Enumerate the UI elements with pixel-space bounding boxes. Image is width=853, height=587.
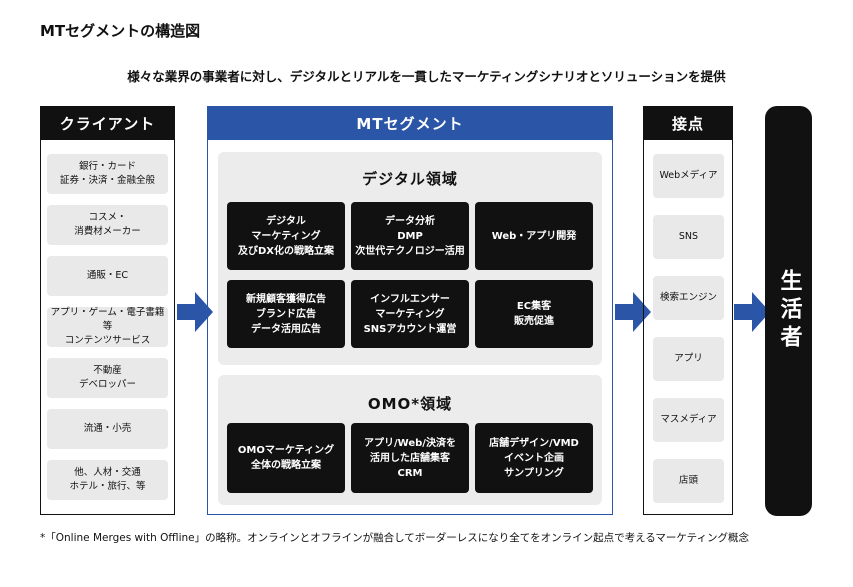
digital-block: Web・アプリ開発 xyxy=(475,202,593,270)
clients-header: クライアント xyxy=(40,106,175,140)
consumer-label: 生活者 xyxy=(776,269,802,353)
digital-block: インフルエンサー マーケティング SNSアカウント運営 xyxy=(351,280,469,348)
omo-block: アプリ/Web/決済を 活用した店舗集客 CRM xyxy=(351,423,469,493)
client-item: 他、人材・交通 ホテル・旅行、等 xyxy=(47,460,168,500)
touchpoint-item: アプリ xyxy=(653,337,724,381)
consumer-box: 生活者 xyxy=(765,106,812,516)
client-item: コスメ・ 消費材メーカー xyxy=(47,205,168,245)
client-item: 不動産 デベロッパー xyxy=(47,358,168,398)
page-subtitle: 様々な業界の事業者に対し、デジタルとリアルを一貫したマーケティングシナリオとソリ… xyxy=(127,69,726,84)
digital-block: EC集客 販売促進 xyxy=(475,280,593,348)
omo-block: OMOマーケティング 全体の戦略立案 xyxy=(227,423,345,493)
arrow-right-icon xyxy=(734,292,770,332)
digital-area: デジタル領域 デジタル マーケティング 及びDX化の戦略立案 データ分析 DMP… xyxy=(218,152,602,365)
digital-block: 新規顧客獲得広告 ブランド広告 データ活用広告 xyxy=(227,280,345,348)
touchpoint-item: Webメディア xyxy=(653,154,724,198)
touchpoint-item: マスメディア xyxy=(653,398,724,442)
touchpoint-item: SNS xyxy=(653,215,724,259)
client-item: アプリ・ゲーム・電子書籍等 コンテンツサービス xyxy=(47,307,168,347)
omo-block: 店舗デザイン/VMD イベント企画 サンプリング xyxy=(475,423,593,493)
mt-segment-panel xyxy=(207,140,613,515)
touchpoints-header: 接点 xyxy=(643,106,733,140)
arrow-right-icon xyxy=(615,292,651,332)
mt-segment-header: MTセグメント xyxy=(207,106,613,140)
digital-block: データ分析 DMP 次世代テクノロジー活用 xyxy=(351,202,469,270)
touchpoint-item: 検索エンジン xyxy=(653,276,724,320)
footnote: *「Online Merges with Offline」の略称。オンラインとオ… xyxy=(40,532,750,544)
clients-panel: 銀行・カード 証券・決済・金融全般 コスメ・ 消費材メーカー 通販・EC アプリ… xyxy=(40,140,175,515)
digital-area-title: デジタル領域 xyxy=(362,170,458,188)
touchpoint-item: 店頭 xyxy=(653,459,724,503)
arrow-right-icon xyxy=(177,292,213,332)
touchpoints-panel: Webメディア SNS 検索エンジン アプリ マスメディア 店頭 xyxy=(643,140,733,515)
client-item: 流通・小売 xyxy=(47,409,168,449)
omo-area: OMO*領域 OMOマーケティング 全体の戦略立案 アプリ/Web/決済を 活用… xyxy=(218,375,602,505)
client-item: 銀行・カード 証券・決済・金融全般 xyxy=(47,154,168,194)
client-item: 通販・EC xyxy=(47,256,168,296)
page-title: MTセグメントの構造図 xyxy=(40,22,201,40)
digital-block: デジタル マーケティング 及びDX化の戦略立案 xyxy=(227,202,345,270)
omo-area-title: OMO*領域 xyxy=(367,395,453,413)
